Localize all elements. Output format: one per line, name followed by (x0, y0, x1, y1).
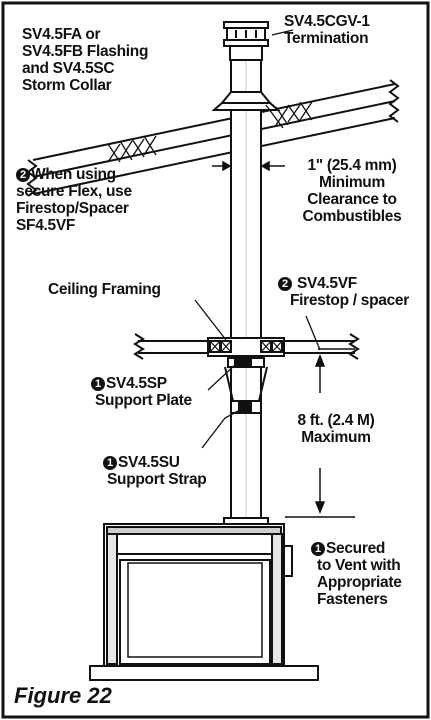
flex-firestop-line-3: Firestop/Spacer (16, 200, 129, 217)
secured-line-2: to Vent with (317, 557, 401, 574)
step-2-marker: 2 (278, 277, 292, 291)
termination-label: SV4.5CGV-1 Termination (284, 13, 370, 47)
clearance-line-1: 1" (25.4 mm) (307, 157, 397, 174)
support-plate (227, 357, 265, 368)
firestop-spacer-line-1: SV4.5VF (297, 275, 357, 292)
flashing-label-line-2: SV4.5FB Flashing (22, 43, 149, 60)
flex-firestop-line-4: SF4.5VF (16, 217, 76, 234)
clearance-line-4: Combustibles (302, 208, 402, 225)
ceiling-framing-line-1: Ceiling Framing (48, 281, 161, 298)
termination-cap (223, 21, 269, 61)
figure-caption: Figure 22 (14, 683, 112, 708)
flashing-label-line-1: SV4.5FA or (22, 26, 101, 43)
max-distance-line-1: 8 ft. (2.4 M) (297, 412, 375, 429)
step-2-marker: 2 (16, 168, 30, 182)
support-strap-line-2: Support Strap (107, 471, 207, 488)
firestop-spacer-line-2: Firestop / spacer (290, 292, 409, 309)
rafter-insulation-left (107, 135, 157, 163)
secured-line-3: Appropriate (317, 574, 402, 591)
roof-rafter (26, 79, 400, 197)
support-plate-line-1: SV4.5SP (106, 375, 167, 392)
support-strap-line-1: SV4.5SU (118, 454, 180, 471)
clearance-arrows (212, 160, 285, 172)
clearance-label: 1" (25.4 mm) Minimum Clearance to Combus… (286, 157, 418, 225)
support-plate-line-2: Support Plate (95, 392, 192, 409)
ceiling-framing-label: Ceiling Framing (48, 281, 161, 298)
max-distance-dimension (285, 348, 355, 518)
max-distance-label: 8 ft. (2.4 M) Maximum (278, 412, 394, 446)
clearance-line-2: Minimum (319, 174, 385, 191)
secured-line-4: Fasteners (317, 591, 388, 608)
flashing-label-line-3: and SV4.5SC (22, 60, 115, 77)
flex-firestop-line-1: When using (31, 166, 116, 183)
step-1-marker: 1 (311, 542, 325, 556)
flashing-label: SV4.5FA or SV4.5FB Flashing and SV4.5SC … (22, 26, 148, 94)
fireplace-unit (89, 517, 319, 681)
leader-lines (194, 29, 321, 449)
rafter-insulation-right (275, 101, 313, 126)
termination-label-line-2: Termination (284, 30, 369, 47)
firestop-spacer-box (207, 337, 285, 357)
max-distance-line-2: Maximum (301, 429, 371, 446)
secured-line-1: Secured (326, 540, 386, 557)
clearance-line-3: Clearance to (307, 191, 397, 208)
step-1-marker: 1 (91, 377, 105, 391)
termination-label-line-1: SV4.5CGV-1 (284, 13, 370, 30)
step-1-marker: 1 (103, 456, 117, 470)
flashing-label-line-4: Storm Collar (22, 77, 112, 94)
storm-collar (211, 91, 281, 111)
flex-firestop-line-2: secure Flex, use (16, 183, 132, 200)
firestop-spacer-label: 2 SV4.5VF Firestop / spacer (278, 275, 409, 309)
